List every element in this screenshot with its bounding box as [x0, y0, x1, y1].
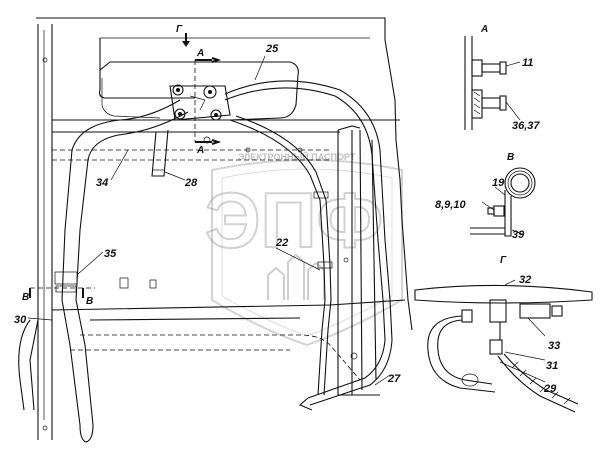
pipe-28 — [151, 129, 169, 177]
detail-view-g — [414, 279, 593, 413]
tubes — [224, 80, 393, 411]
view-title-a: А — [480, 24, 488, 35]
detail-view-a — [464, 36, 521, 130]
callouts: 25 34 28 35 30 22 27 11 36,37 19 8,9,10 … — [14, 43, 560, 395]
callout-34: 34 — [96, 177, 108, 189]
callout-39: 39 — [512, 229, 525, 241]
callout-25: 25 — [265, 43, 279, 55]
section-arrow-g — [182, 33, 190, 47]
callout-30: 30 — [14, 314, 27, 326]
section-mark-a-top: А — [196, 48, 204, 59]
callout-29: 29 — [543, 383, 557, 395]
view-title-v: В — [507, 152, 514, 163]
callout-22: 22 — [275, 237, 288, 249]
view-title-g: Г — [500, 255, 507, 266]
section-mark-g-top: Г — [176, 24, 183, 35]
detail-view-v — [470, 167, 536, 237]
section-mark-v-left: В — [22, 292, 29, 303]
leader-lines — [27, 55, 391, 386]
callout-8-9-10: 8,9,10 — [435, 199, 466, 211]
watermark-logo-text: ЭПФ — [205, 176, 383, 264]
callout-27: 27 — [387, 373, 401, 385]
hose-34 — [54, 99, 189, 443]
callout-33: 33 — [548, 340, 560, 352]
callout-35: 35 — [104, 248, 117, 260]
watermark-arc-text: ЭЛЕКТРОННЫЙ ПАСПОРТ — [238, 151, 356, 162]
section-line-a — [194, 57, 222, 145]
callout-36-37: 36,37 — [512, 120, 540, 132]
section-mark-v-right: В — [86, 296, 93, 307]
callout-31: 31 — [546, 360, 558, 372]
callout-11: 11 — [522, 57, 533, 69]
watermark-logo: ЭПФ ЭЛЕКТРОННЫЙ ПАСПОРТ — [204, 151, 403, 347]
section-line-v — [29, 287, 95, 298]
section-mark-a-bottom: А — [196, 145, 204, 156]
callout-19: 19 — [492, 177, 505, 189]
callout-28: 28 — [184, 177, 198, 189]
section-labels: А А Г В В А В Г — [22, 24, 514, 307]
callout-32: 32 — [519, 274, 531, 286]
valve-block — [169, 84, 231, 121]
